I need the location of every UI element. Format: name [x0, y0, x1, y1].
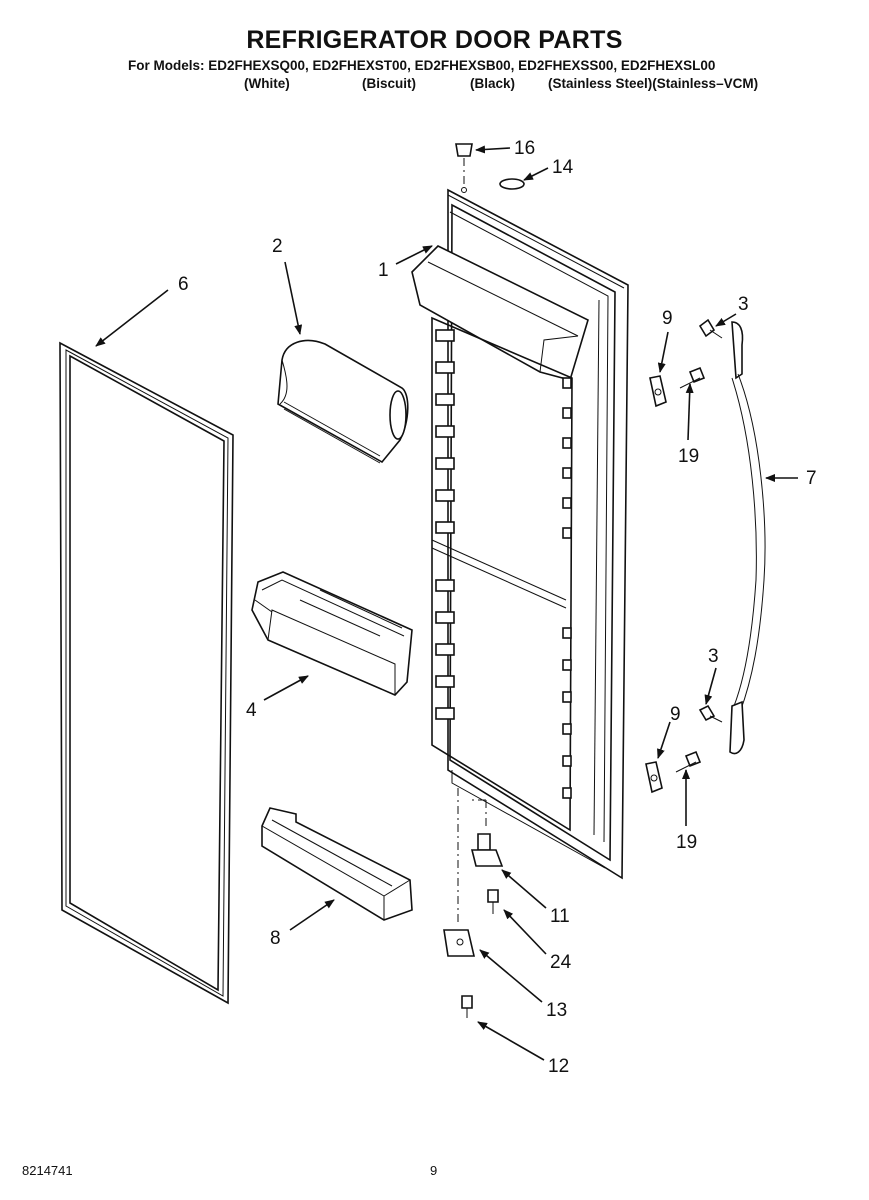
page-number: 9 — [430, 1163, 438, 1178]
callout-3-lower: 3 — [708, 646, 719, 667]
leader-lines — [95, 145, 798, 1061]
callout-24: 24 — [550, 952, 572, 973]
callout-7: 7 — [806, 468, 817, 489]
hinge-washer — [499, 178, 525, 190]
callout-16: 16 — [514, 138, 535, 159]
callout-9-lower: 9 — [670, 704, 681, 725]
callout-1: 1 — [378, 260, 389, 281]
callout-2: 2 — [272, 236, 283, 257]
door-handle — [729, 321, 766, 755]
callout-3-upper: 3 — [738, 294, 749, 315]
color-biscuit: (Biscuit) — [362, 76, 416, 91]
color-stainless: (Stainless Steel)(Stainless–VCM) — [548, 76, 759, 91]
callout-6: 6 — [178, 274, 189, 295]
callout-19-upper: 19 — [678, 446, 699, 467]
dairy-compartment — [277, 339, 409, 464]
callout-11: 11 — [550, 906, 570, 927]
models-line: For Models: ED2FHEXSQ00, ED2FHEXST00, ED… — [128, 58, 716, 73]
upper-mount-screw — [679, 366, 706, 389]
hinge-cap — [455, 143, 473, 193]
color-black: (Black) — [470, 76, 516, 91]
page-title: REFRIGERATOR DOOR PARTS — [246, 26, 623, 54]
callout-19-lower: 19 — [676, 832, 697, 853]
bottom-hinge-screw — [461, 995, 473, 1018]
hinge-screw — [487, 889, 499, 914]
small-door-bin — [261, 807, 413, 921]
door-bin — [251, 571, 413, 696]
hinge-pin-bracket — [468, 799, 504, 867]
door-gasket — [59, 341, 234, 1005]
callout-9-upper: 9 — [662, 308, 673, 329]
door-liner — [411, 188, 629, 880]
callout-4: 4 — [246, 700, 257, 721]
color-white: (White) — [244, 76, 290, 91]
upper-handle-clip — [649, 375, 667, 408]
lower-handle-screw — [698, 704, 723, 723]
upper-handle-screw — [698, 318, 723, 339]
bottom-hinge — [443, 788, 476, 957]
lower-handle-clip — [645, 761, 663, 794]
callout-8: 8 — [270, 928, 281, 949]
callout-12: 12 — [548, 1056, 569, 1077]
document-number: 8214741 — [22, 1163, 73, 1178]
lower-mount-screw — [675, 750, 702, 773]
callout-14: 14 — [552, 157, 574, 178]
callout-13: 13 — [546, 1000, 567, 1021]
